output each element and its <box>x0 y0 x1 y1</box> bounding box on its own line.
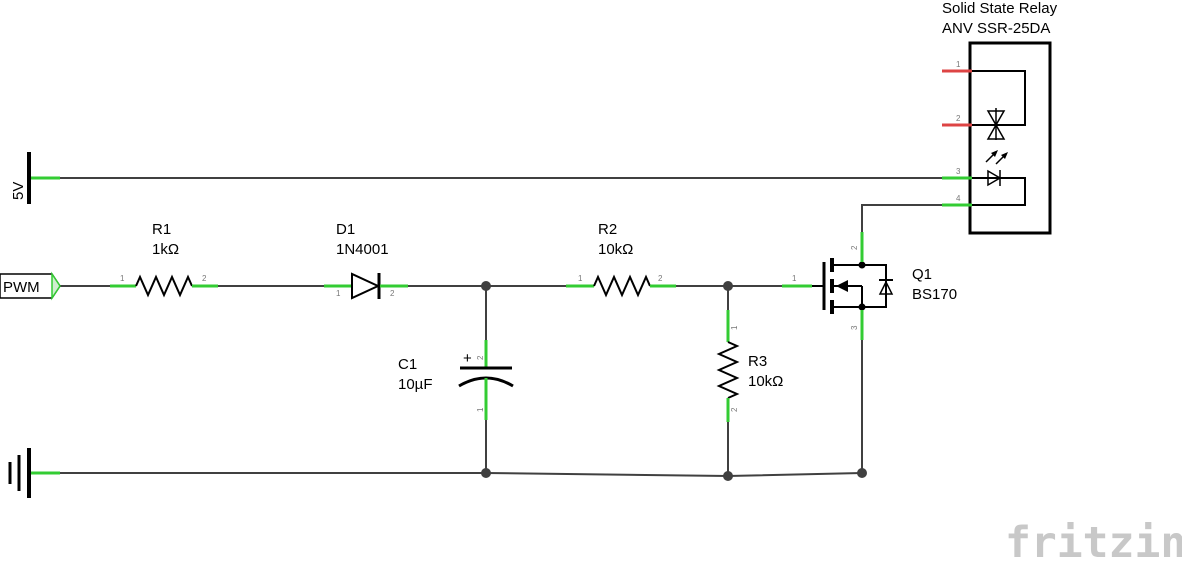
c1-polarity: + <box>463 350 472 367</box>
c1-pin1: 1 <box>476 407 485 412</box>
r1-pin2: 2 <box>202 274 207 283</box>
resistor-r1[interactable]: 1 2 R1 1kΩ <box>110 221 218 298</box>
junction-dot <box>723 471 733 481</box>
wire-gnd <box>30 472 863 478</box>
ssr-pin2: 2 <box>956 114 961 123</box>
junctions <box>481 281 867 481</box>
vcc-symbol[interactable]: 5V <box>10 152 60 204</box>
c1-ref: C1 <box>398 356 417 373</box>
d1-value: 1N4001 <box>336 241 389 258</box>
r1-ref: R1 <box>152 221 171 238</box>
ssr-title: Solid State Relay <box>942 0 1058 17</box>
r3-value: 10kΩ <box>748 373 783 390</box>
r3-pin2: 2 <box>730 407 739 412</box>
r2-value: 10kΩ <box>598 241 633 258</box>
c1-value: 10µF <box>398 376 433 393</box>
r2-pin1: 1 <box>578 274 583 283</box>
junction-dot <box>857 468 867 478</box>
junction-dot <box>723 281 733 291</box>
vcc-label: 5V <box>10 182 27 200</box>
d1-pin1: 1 <box>336 289 341 298</box>
ssr-part: ANV SSR-25DA <box>942 20 1050 37</box>
q1-pin3: 3 <box>850 325 859 330</box>
ssr-pin1: 1 <box>956 60 961 69</box>
d1-ref: D1 <box>336 221 355 238</box>
resistor-r2[interactable]: 1 2 R2 10kΩ <box>566 221 676 298</box>
ssr-pin3: 3 <box>956 167 961 176</box>
r3-pin1: 1 <box>730 325 739 330</box>
resistor-r3[interactable]: 1 2 R3 10kΩ <box>716 310 783 422</box>
junction-dot <box>481 468 491 478</box>
q1-pin1: 1 <box>792 274 797 283</box>
diode-d1[interactable]: 1 2 D1 1N4001 <box>324 221 408 300</box>
q1-value: BS170 <box>912 286 957 303</box>
q1-pin2: 2 <box>850 245 859 250</box>
d1-pin2: 2 <box>390 289 395 298</box>
q1-ref: Q1 <box>912 266 932 283</box>
r2-ref: R2 <box>598 221 617 238</box>
pwm-label: PWM <box>3 279 40 296</box>
ssr-relay[interactable]: Solid State Relay ANV SSR-25DA 1 2 3 4 <box>942 0 1058 235</box>
fritzing-watermark: fritzing <box>1005 518 1182 568</box>
wires <box>30 177 948 478</box>
r1-pin1: 1 <box>120 274 125 283</box>
c1-pin2: 2 <box>476 355 485 360</box>
capacitor-c1[interactable]: + 2 1 C1 10µF <box>398 340 514 420</box>
r3-ref: R3 <box>748 353 767 370</box>
wire-q1-drain <box>861 204 948 232</box>
junction-dot <box>481 281 491 291</box>
pwm-port[interactable]: PWM <box>0 271 61 301</box>
ground-symbol <box>8 448 60 498</box>
ssr-pin4: 4 <box>956 194 961 203</box>
r2-pin2: 2 <box>658 274 663 283</box>
mosfet-q1[interactable]: 1 2 3 Q1 BS170 <box>782 232 957 340</box>
r1-value: 1kΩ <box>152 241 179 258</box>
